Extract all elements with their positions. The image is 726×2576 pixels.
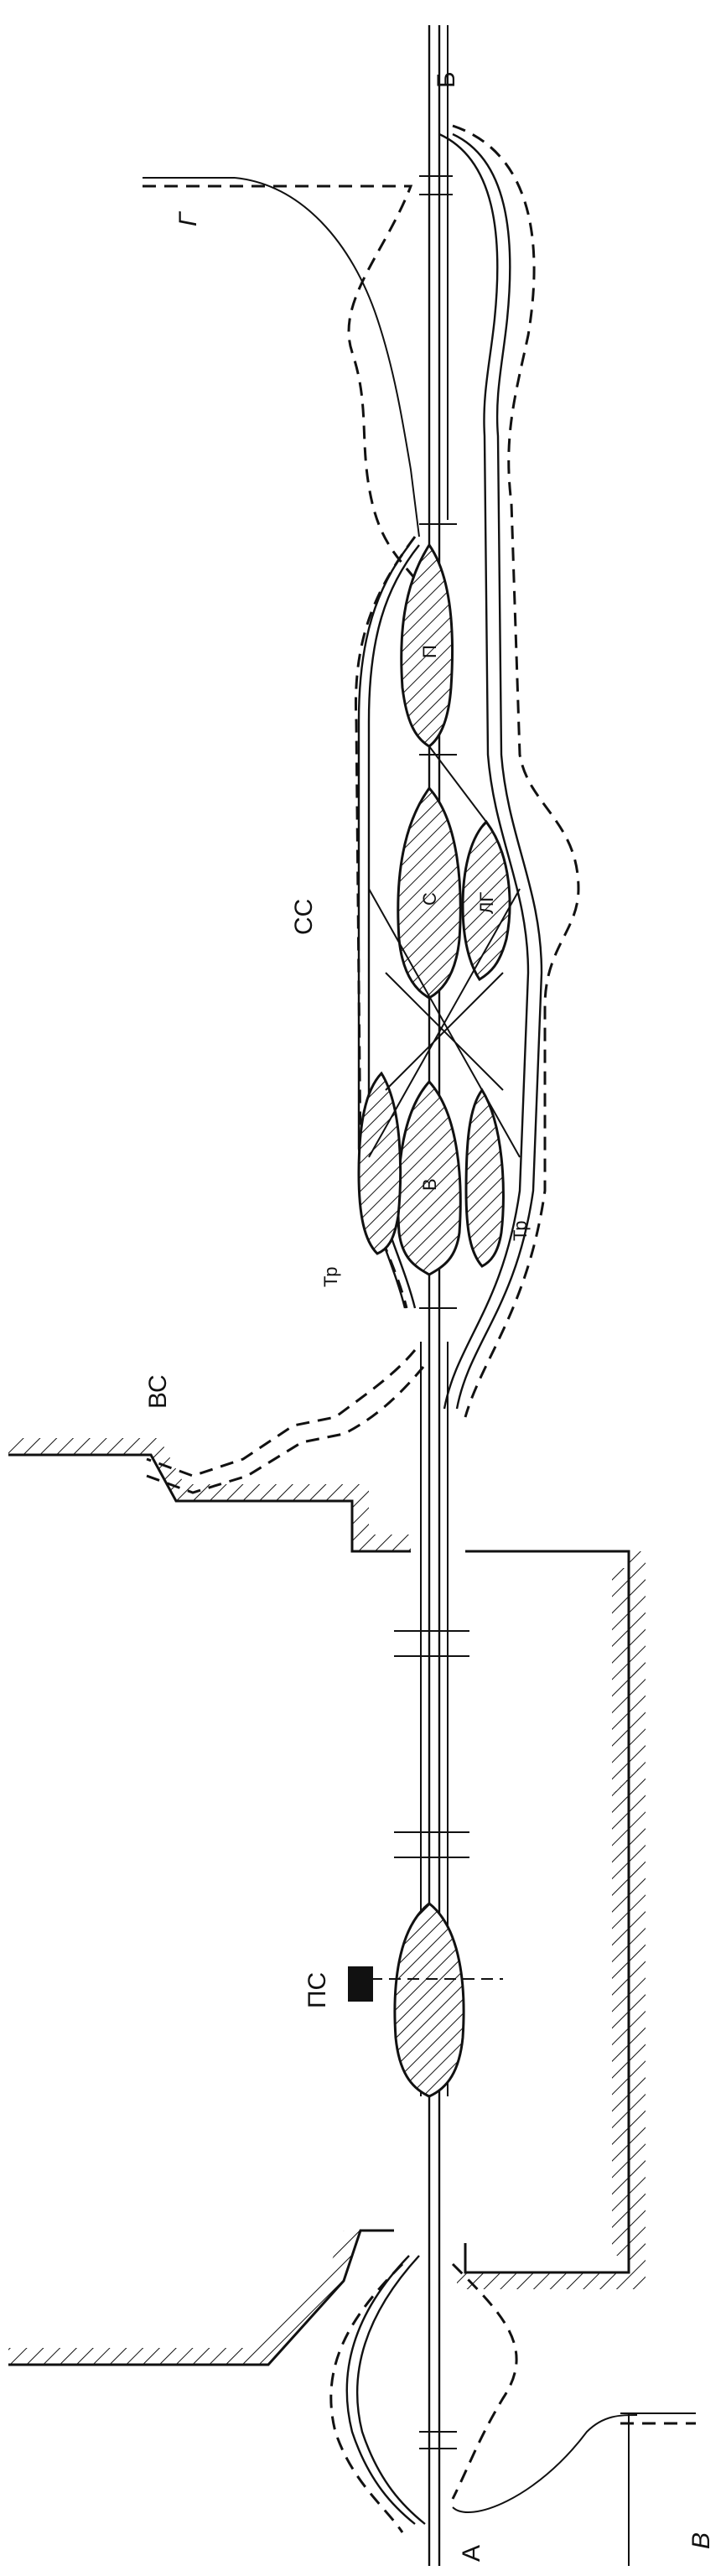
label-tr-left: Тр bbox=[320, 1267, 341, 1287]
label-v: В bbox=[687, 2532, 715, 2549]
label-chamber-lg: ЛГ bbox=[476, 892, 497, 914]
right-bypass-lines bbox=[438, 124, 580, 1418]
left-branch-lines bbox=[143, 177, 696, 2566]
chamber-v bbox=[397, 1079, 462, 1276]
diagram-labels: Б Г СС ВС ПС А В Тр Тр П С ЛГ В bbox=[144, 71, 715, 2562]
label-chamber-s: С bbox=[419, 892, 440, 906]
crossover-lines bbox=[368, 745, 521, 1158]
label-chamber-p: П bbox=[419, 645, 440, 658]
ventilation-shaft-branch bbox=[146, 1349, 425, 1494]
label-b: Б bbox=[433, 71, 460, 88]
label-g: Г bbox=[174, 210, 202, 226]
chamber-tr-right bbox=[464, 1088, 505, 1268]
chamber-tr-left bbox=[357, 1071, 402, 1255]
label-ss: СС bbox=[290, 899, 318, 935]
main-tracks bbox=[420, 25, 449, 2566]
label-tr-right: Тр bbox=[510, 1221, 531, 1241]
excavation-outline bbox=[8, 1438, 646, 2366]
label-a: А bbox=[458, 2545, 485, 2562]
label-chamber-v: В bbox=[419, 1178, 440, 1191]
station-chambers bbox=[357, 543, 511, 2098]
chamber-p bbox=[400, 543, 454, 748]
label-vs: ВС bbox=[144, 1374, 172, 1409]
label-ps: ПС bbox=[303, 1972, 331, 2008]
signal-ticks bbox=[348, 175, 503, 2449]
chamber-ps bbox=[393, 1902, 465, 2098]
chamber-lg bbox=[461, 819, 511, 982]
